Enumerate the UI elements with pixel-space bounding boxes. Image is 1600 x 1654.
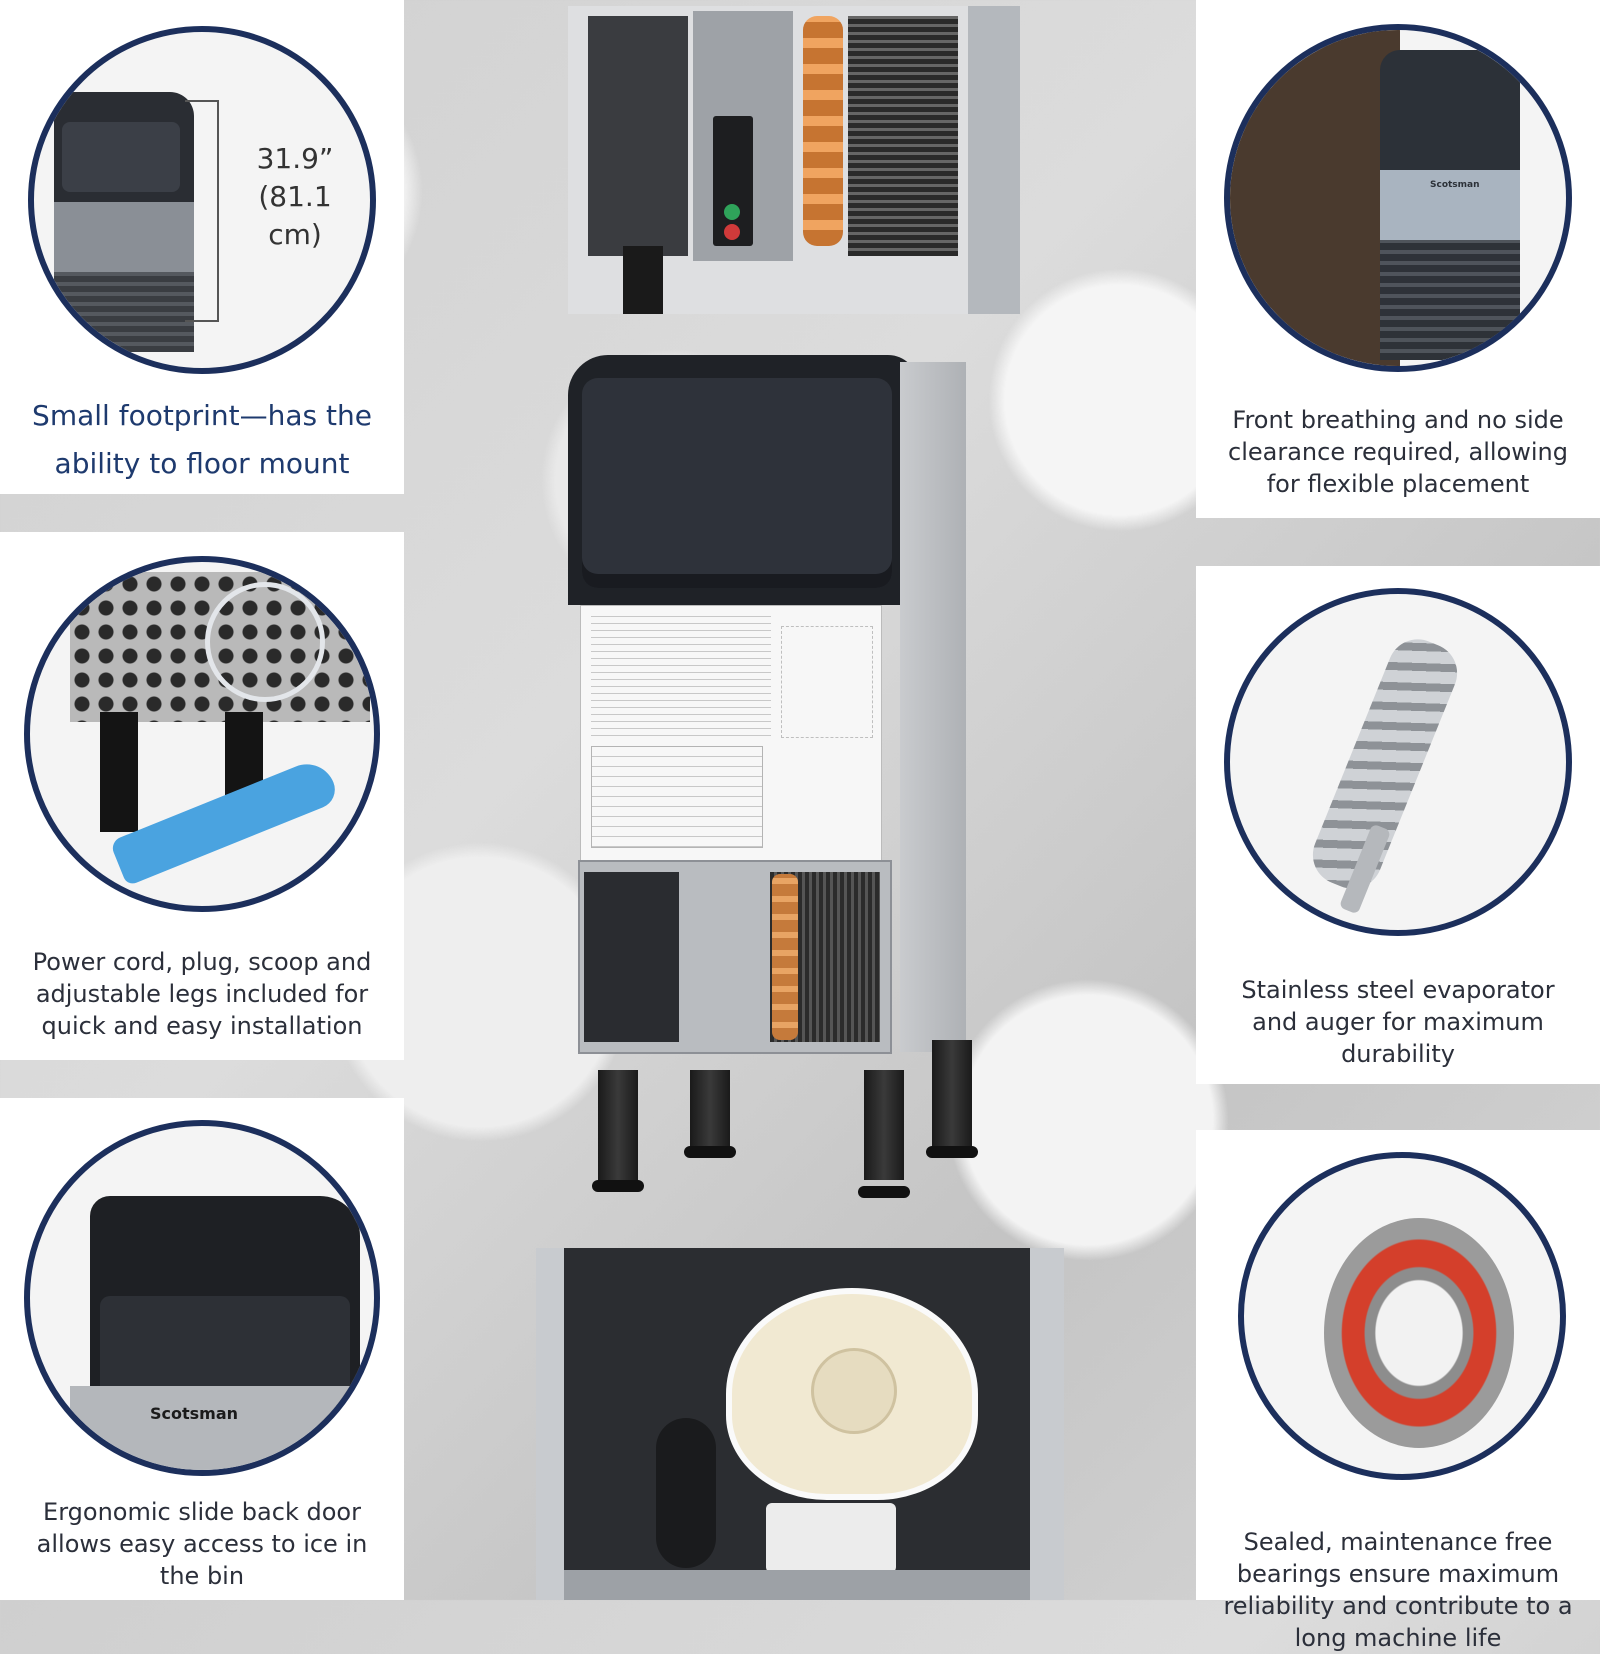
service-label [580,605,882,862]
condenser-coil-icon [848,16,958,256]
reservoir-icon [766,1503,896,1573]
machine-copper-tubing [772,874,798,1040]
condenser-photo [568,6,1020,314]
placement-caption: Front breathing and no side clearance re… [1228,406,1568,498]
auger-icon [1303,630,1467,898]
red-status-light-icon [724,224,740,240]
machine-bay [584,872,679,1042]
door-logo: Scotsman [150,1404,239,1423]
machine-foot [926,1146,978,1158]
feature-panel-bearings: Sealed, maintenance free bearings ensure… [1196,1130,1600,1652]
feature-panel-placement: Scotsman Front breathing and no side cle… [1196,0,1600,518]
dimension-label: 31.9” (81.1 cm) [230,140,360,254]
fan-icon [811,1348,897,1434]
interior-floor [564,1570,1030,1600]
durability-image [1224,588,1572,936]
feature-panel-durability: Stainless steel evaporator and auger for… [1196,566,1600,1084]
label-status-table [591,746,763,848]
cabinet-icon [1230,30,1400,366]
front-grill-icon [1380,240,1520,360]
dimension-bracket [185,100,219,322]
hose-icon [205,582,325,702]
ice-machine-door-icon [62,122,180,192]
dimension-centimeters: (81.1 cm) [258,180,332,251]
machine-foot [592,1180,644,1192]
copper-tubing-icon [803,16,843,246]
installation-caption: Power cord, plug, scoop and adjustable l… [32,948,372,1040]
machine-leg [864,1070,904,1180]
ice-machine-panel-icon [54,202,194,272]
machine-leg [598,1070,638,1180]
machine-leg [932,1040,972,1150]
floor-mount-caption: Small footprint—has the ability to floor… [32,399,372,480]
green-status-light-icon [724,204,740,220]
bearings-image [1238,1152,1566,1480]
ice-machine-panel-icon [1380,170,1520,240]
label-wiring-diagram [781,626,873,738]
machine-bin-door [582,378,892,588]
machine-foot [684,1146,736,1158]
installation-image [24,556,380,912]
ice-machine-grill-icon [54,272,194,352]
durability-caption: Stainless steel evaporator and auger for… [1241,976,1555,1068]
label-instructions [591,616,771,736]
door-image: Scotsman [24,1120,380,1476]
machine-side-panel [900,362,966,1052]
feature-panel-door: Scotsman Ergonomic slide back door allow… [0,1098,404,1600]
bearings-caption: Sealed, maintenance free bearings ensure… [1223,1528,1573,1652]
drain-hose-icon [656,1418,716,1568]
dimension-inches: 31.9” [256,142,334,175]
interior-photo [536,1248,1064,1600]
placement-image: Scotsman [1224,24,1572,372]
machine-leg [690,1070,730,1150]
placement-logo: Scotsman [1430,180,1480,190]
interior-left-wall [536,1248,564,1600]
bearing-icon [1324,1218,1514,1448]
feature-panel-installation: Power cord, plug, scoop and adjustable l… [0,532,404,1060]
machine-foot [858,1186,910,1198]
interior-right-wall [1030,1248,1064,1600]
feature-panel-floor-mount: 31.9” (81.1 cm) Small footprint—has the … [0,0,404,494]
leg-icon [100,712,138,832]
condenser-bay [588,16,688,256]
floor-mount-image [28,26,376,374]
side-panel [968,6,1020,314]
door-caption: Ergonomic slide back door allows easy ac… [36,1498,368,1590]
leg-icon [623,246,663,314]
steel-front-icon [70,1386,370,1470]
